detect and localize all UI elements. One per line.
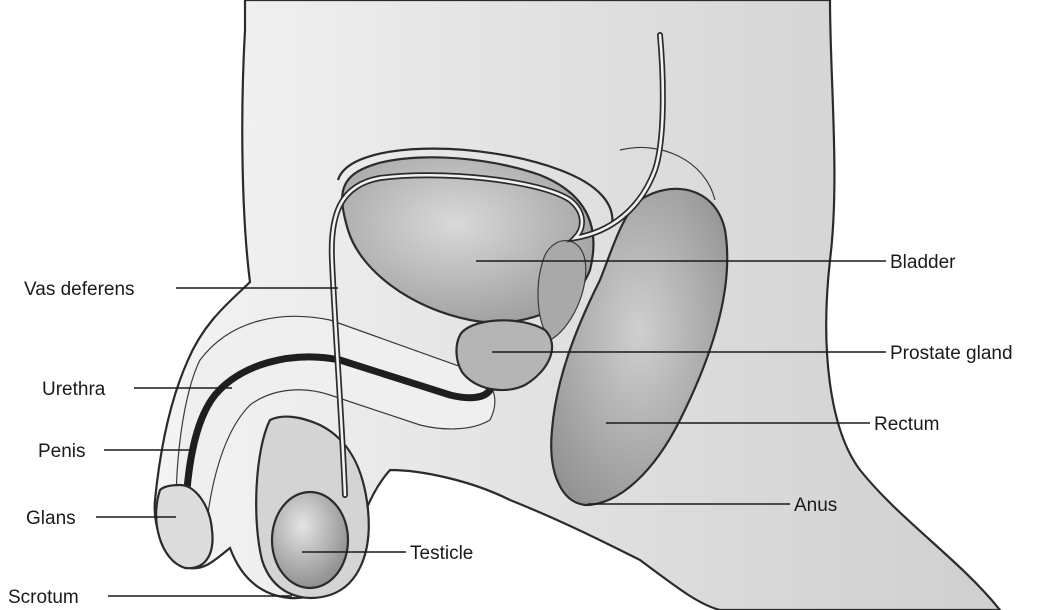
label-anus: Anus [794,495,837,516]
label-vas-deferens: Vas deferens [24,279,135,300]
label-bladder: Bladder [890,252,956,273]
label-urethra: Urethra [42,379,106,400]
label-glans: Glans [26,508,76,529]
testicle-shape [272,492,348,588]
label-prostate-gland: Prostate gland [890,343,1013,364]
label-testicle: Testicle [410,543,473,564]
label-rectum: Rectum [874,414,939,435]
label-scrotum: Scrotum [8,587,79,608]
label-penis: Penis [38,441,86,462]
